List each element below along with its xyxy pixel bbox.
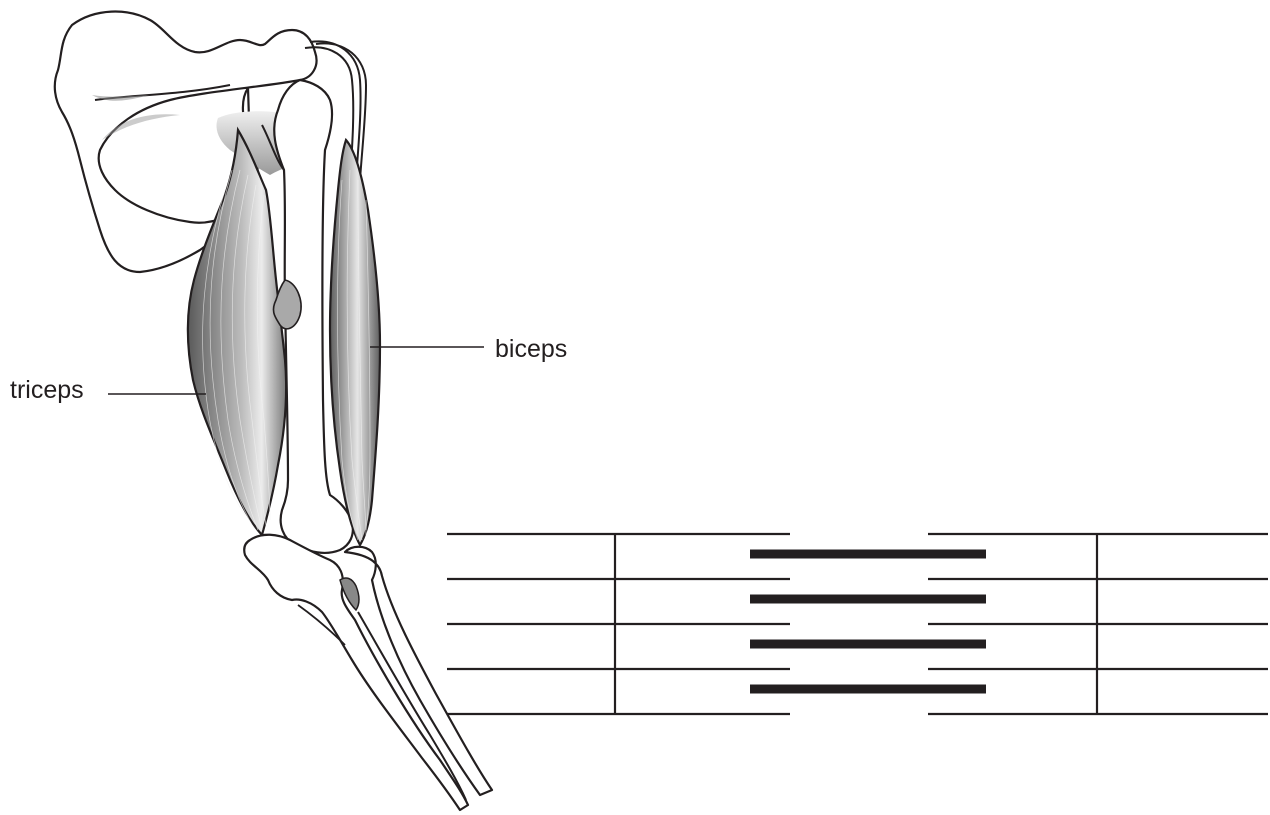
forearm-line xyxy=(358,612,466,800)
triceps-label: triceps xyxy=(10,376,84,404)
sarcomere-diagram xyxy=(447,534,1268,714)
biceps-label-group: biceps xyxy=(370,335,567,363)
ulna-bone xyxy=(244,535,468,810)
biceps-label: biceps xyxy=(495,335,567,363)
triceps-label-group: triceps xyxy=(10,376,206,404)
arm-illustration xyxy=(55,12,492,810)
